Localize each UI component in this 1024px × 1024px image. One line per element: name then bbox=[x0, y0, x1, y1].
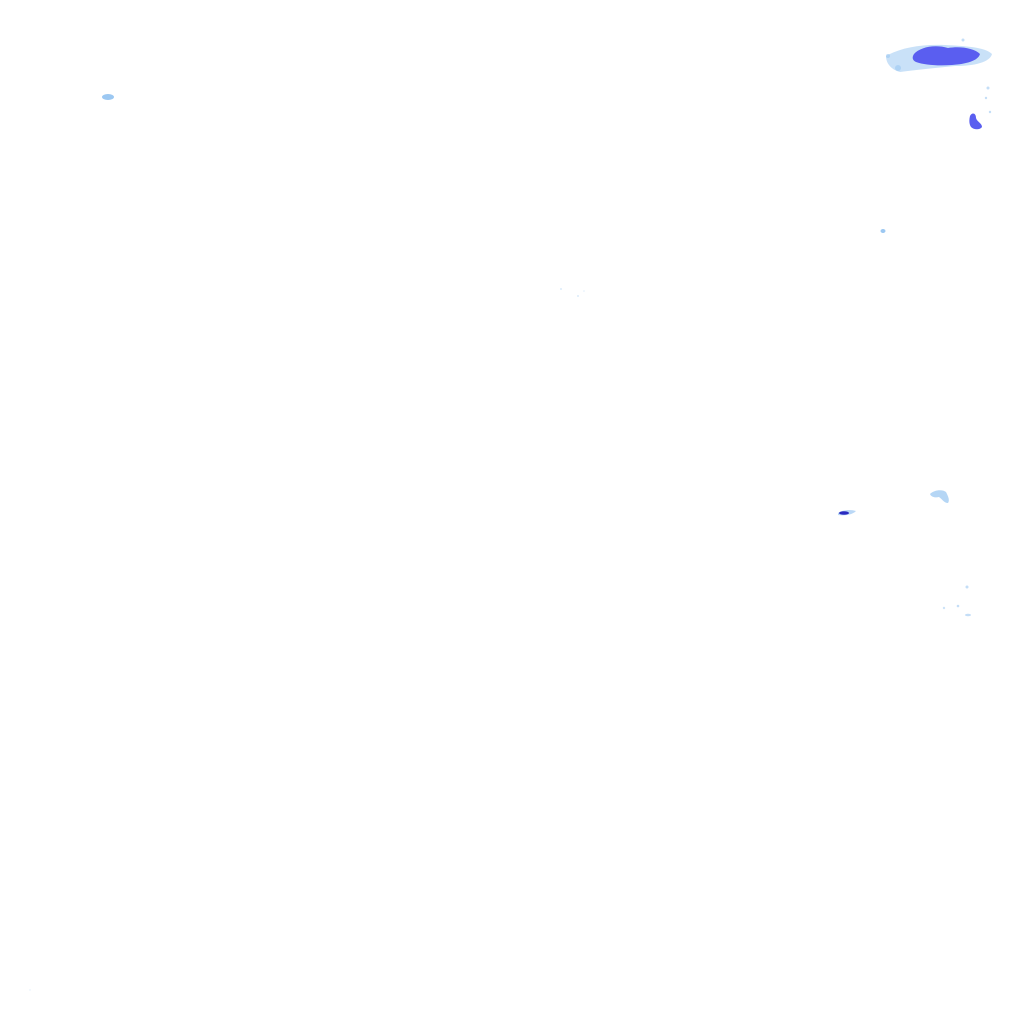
echo-cell-east-patch bbox=[930, 490, 949, 503]
echo-light-fleck bbox=[942, 606, 946, 610]
echo-moderate-core bbox=[912, 46, 980, 66]
echo-light-blob bbox=[880, 229, 886, 233]
echo-light-fleck bbox=[577, 295, 579, 297]
echo-light-fleck bbox=[956, 604, 960, 608]
echo-light-fleck bbox=[965, 585, 969, 589]
echo-light-fleck bbox=[886, 54, 890, 58]
echo-light-fleck bbox=[560, 288, 562, 290]
echo-cell-east-central bbox=[838, 509, 856, 516]
echo-moderate-core bbox=[969, 113, 982, 130]
echo-light-blob bbox=[930, 490, 949, 503]
echo-cell-northeast-band bbox=[886, 38, 992, 72]
echo-light-fleck bbox=[986, 86, 990, 90]
echo-cell-southeast-scatter bbox=[942, 585, 971, 617]
echo-light-fleck bbox=[583, 290, 585, 292]
echo-light-blob bbox=[102, 94, 114, 100]
echo-light-fleck bbox=[988, 110, 992, 114]
echo-light-fleck bbox=[984, 96, 988, 100]
echo-heavy-core bbox=[839, 511, 849, 515]
echo-cell-northwest-small bbox=[102, 94, 114, 100]
echo-cell-east-speck bbox=[880, 229, 886, 233]
echo-light-fleck bbox=[965, 613, 971, 617]
echo-light-fleck bbox=[29, 989, 31, 991]
echo-cell-northeast-hook bbox=[969, 86, 992, 130]
echo-light-fleck bbox=[895, 65, 901, 71]
echo-cell-center-specks bbox=[29, 288, 585, 991]
echo-light-fleck bbox=[961, 38, 965, 42]
